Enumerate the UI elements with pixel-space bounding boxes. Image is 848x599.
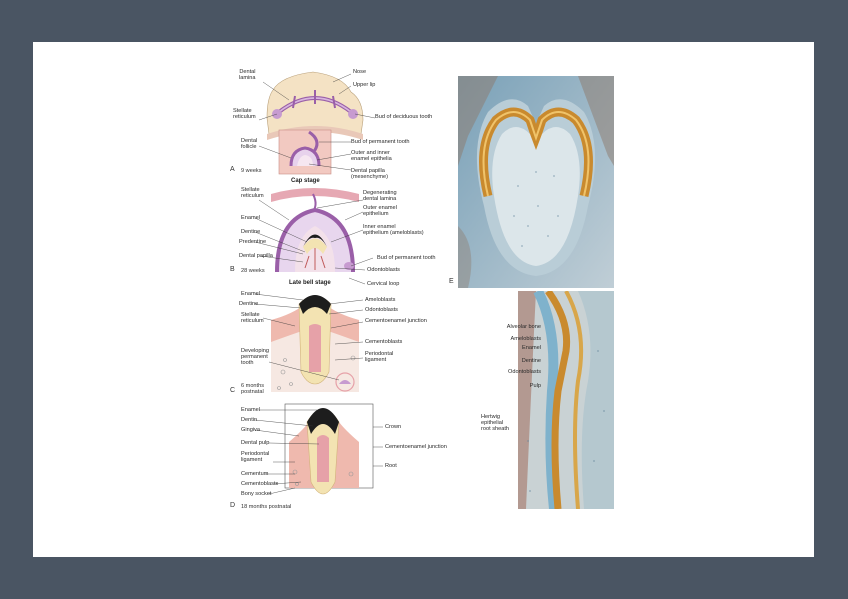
label-c-odontoblasts: Odontoblasts	[365, 307, 398, 313]
label-e-hertwig-sheath: Hertwig epithelial root sheath	[481, 414, 509, 433]
panel-b-letter: B	[230, 266, 235, 273]
panel-c-letter: C	[230, 387, 235, 394]
label-d-cementoblasts: Cementoblasts	[241, 481, 278, 487]
label-b-dentine: Dentine	[241, 229, 260, 235]
label-b-stellate-reticulum: Stellate reticulum	[241, 187, 264, 199]
label-b-cervical-loop: Cervical loop	[367, 281, 399, 287]
label-e-pulp: Pulp	[469, 383, 541, 389]
panel-a-age: 9 weeks	[241, 168, 262, 174]
label-d-gingiva: Gingiva	[241, 427, 260, 433]
label-b-inner-enamel-epithelium: Inner enamel epithelium (ameloblasts)	[363, 224, 424, 236]
label-d-cementoenamel-junction: Cementoenamel junction	[385, 444, 447, 450]
label-d-enamel: Enamel	[241, 407, 260, 413]
label-b-odontoblasts: Odontoblasts	[367, 267, 400, 273]
panel-a-letter: A	[230, 166, 235, 173]
label-e-ameloblasts: Ameloblasts	[469, 336, 541, 342]
label-d-dentin: Dentin	[241, 417, 257, 423]
panel-b-age: 28 weeks	[241, 268, 265, 274]
panel-d-letter: D	[230, 502, 235, 509]
label-d-root: Root	[385, 463, 397, 469]
label-c-ameloblasts: Ameloblasts	[365, 297, 395, 303]
label-a-dental-papilla: Dental papilla (mesenchyme)	[351, 168, 388, 180]
label-a-dental-follicle: Dental follicle	[241, 138, 257, 150]
label-b-predentine: Predentine	[239, 239, 266, 245]
label-b-dental-papilla: Dental papilla	[239, 253, 273, 259]
label-b-degenerating-lamina: Degenerating dental lamina	[363, 190, 397, 202]
label-c-enamel: Enamel	[241, 291, 260, 297]
label-a-dental-lamina: Dental lamina	[239, 69, 255, 81]
label-b-enamel: Enamel	[241, 215, 260, 221]
label-d-periodontal-ligament: Periodontal ligament	[241, 451, 269, 463]
label-c-cementoblasts: Cementoblasts	[365, 339, 402, 345]
panel-a-illustration	[267, 72, 363, 174]
panel-e-letter: E	[449, 278, 454, 285]
label-e-alveolar-bone: Alveolar bone	[469, 324, 541, 330]
panel-a-stage: Cap stage	[291, 178, 320, 184]
label-d-cementum: Cementum	[241, 471, 268, 477]
label-a-outer-inner-epithelia: Outer and inner enamel epithelia	[351, 150, 392, 162]
label-c-developing-permanent-tooth: Developing permanent tooth	[241, 348, 269, 367]
label-c-cementoenamel-junction: Cementoenamel junction	[365, 318, 427, 324]
panel-c-illustration	[271, 295, 359, 392]
panel-d-age: 18 months postnatal	[241, 504, 291, 510]
label-c-stellate-reticulum: Stellate reticulum	[241, 312, 264, 324]
label-a-stellate-reticulum: Stellate reticulum	[233, 108, 256, 120]
label-a-nose: Nose	[353, 69, 366, 75]
panel-c-age: 6 months postnatal	[241, 383, 264, 395]
label-c-dentine: Dentine	[239, 301, 258, 307]
figure-page: Dental lamina Nose Upper lip Stellate re…	[33, 42, 814, 557]
label-b-outer-enamel-epithelium: Outer enamel epithelium	[363, 205, 397, 217]
label-d-dental-pulp: Dental pulp	[241, 440, 269, 446]
label-b-bud-permanent: Bud of permanent tooth	[377, 255, 435, 261]
label-a-upper-lip: Upper lip	[353, 82, 375, 88]
label-e-enamel: Enamel	[469, 345, 541, 351]
label-c-periodontal-ligament: Periodontal ligament	[365, 351, 393, 363]
label-a-bud-permanent: Bud of permanent tooth	[351, 139, 409, 145]
label-d-bony-socket: Bony socket	[241, 491, 271, 497]
label-e-odontoblasts: Odontoblasts	[469, 369, 541, 375]
panel-e-micrograph-bell-stage	[458, 76, 614, 288]
panel-b-stage: Late bell stage	[289, 280, 331, 286]
label-a-bud-deciduous: Bud of deciduous tooth	[375, 114, 432, 120]
label-d-crown: Crown	[385, 424, 401, 430]
label-e-dentine: Dentine	[469, 358, 541, 364]
panel-d-illustration	[285, 404, 373, 494]
